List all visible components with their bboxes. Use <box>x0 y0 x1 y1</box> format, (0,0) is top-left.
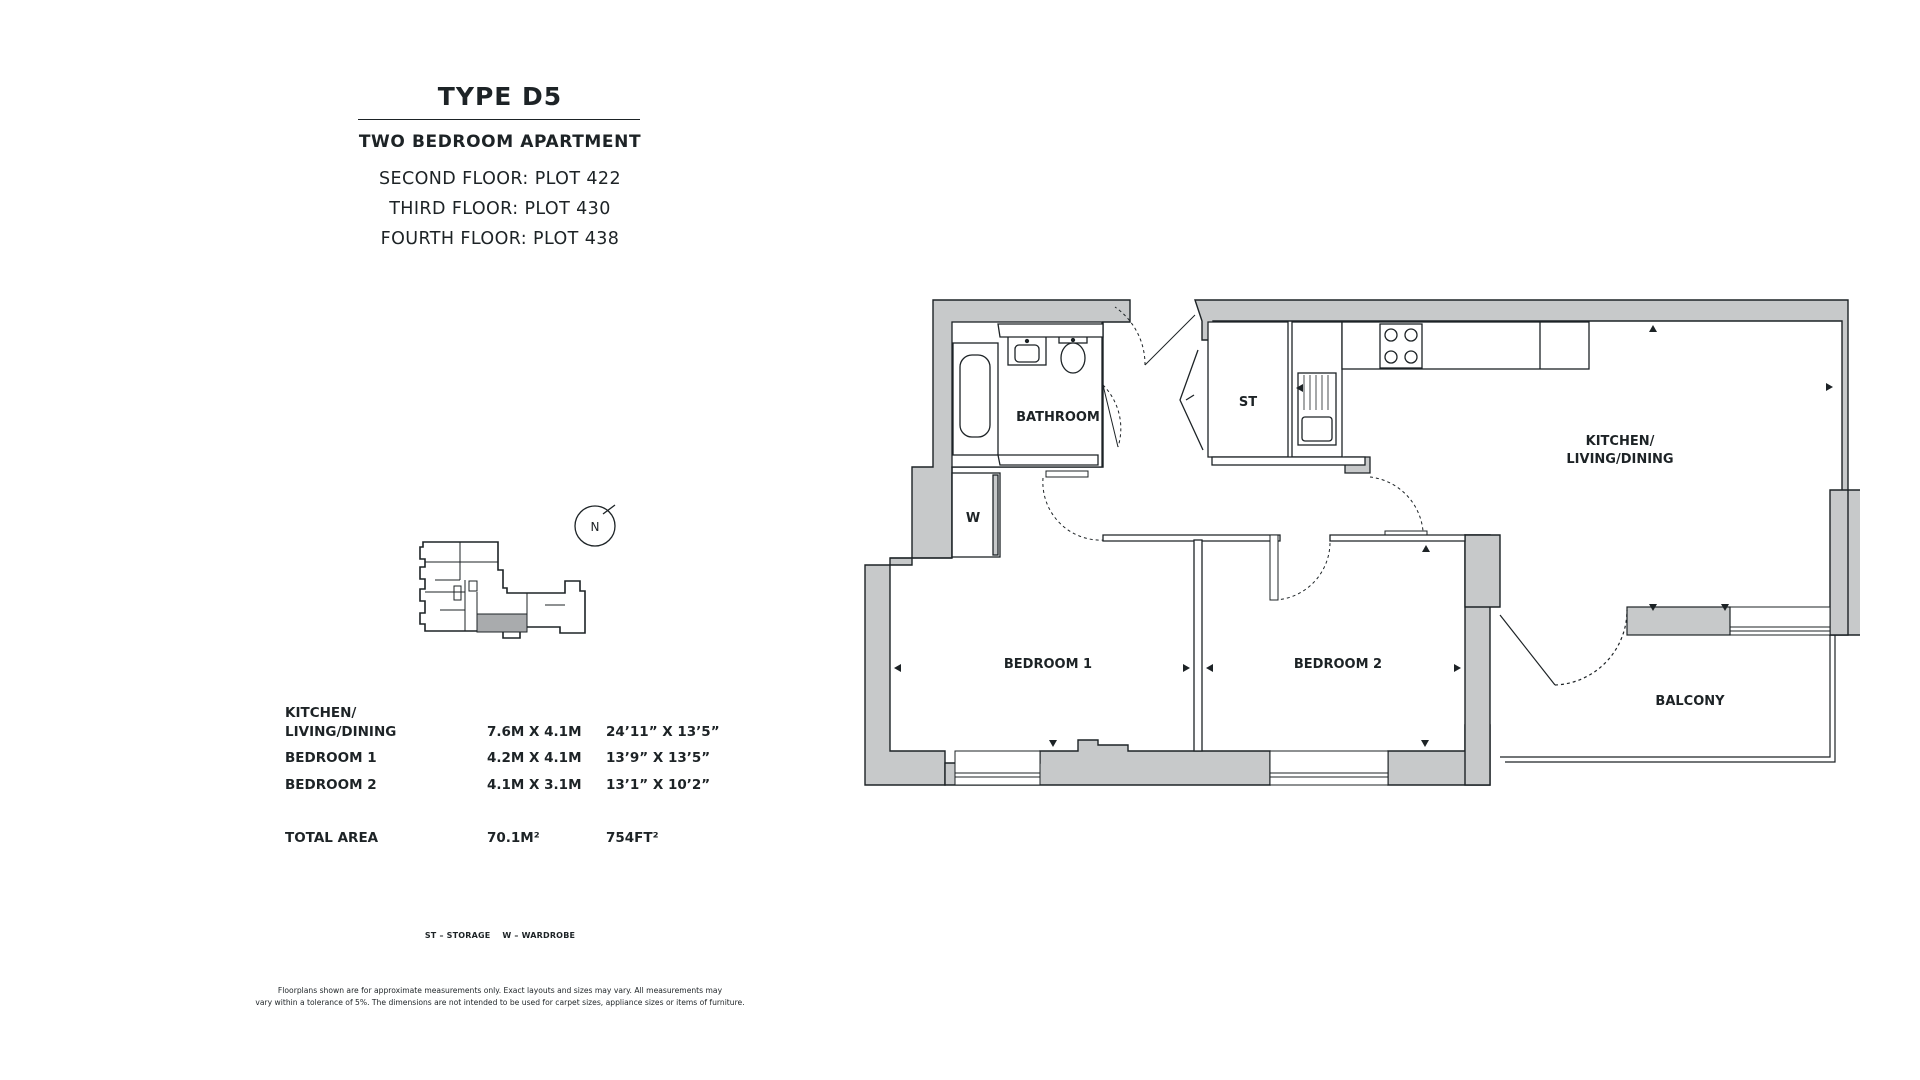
dim-metric-bedroom2: 4.1M X 3.1M <box>487 777 582 793</box>
north-label: N <box>591 520 600 534</box>
bathroom <box>951 321 1104 468</box>
dim-imperial-kitchen: 24’11” X 13’5” <box>606 724 720 740</box>
dim-room-bedroom1: BEDROOM 1 <box>285 750 377 766</box>
plot-line-second-floor: SECOND FLOOR: PLOT 422 <box>378 169 622 189</box>
north-arrow-icon: N <box>574 504 616 547</box>
dim-imperial-bedroom1: 13’9” X 13’5” <box>606 750 711 766</box>
kitchen-units <box>1291 321 1590 474</box>
label-storage: ST <box>1239 395 1257 410</box>
total-area-imperial: 754FT² <box>606 830 659 846</box>
disclaimer: Floorplans shown are for approximate mea… <box>255 986 745 1007</box>
title-divider <box>358 119 640 120</box>
dim-room-kitchen: KITCHEN/ LIVING/DINING <box>285 705 397 740</box>
plot-line-fourth-floor: FOURTH FLOOR: PLOT 438 <box>380 229 620 249</box>
dim-imperial-bedroom2: 13’1” X 10’2” <box>606 777 711 793</box>
total-area-label: TOTAL AREA <box>285 830 379 846</box>
apartment-subtitle: TWO BEDROOM APARTMENT <box>358 132 642 152</box>
label-bedroom-2: BEDROOM 2 <box>1294 657 1382 672</box>
label-bathroom: BATHROOM <box>1016 410 1100 425</box>
dim-room-bedroom2: BEDROOM 2 <box>285 777 377 793</box>
label-kitchen-line1: KITCHEN/ <box>1586 434 1655 449</box>
bedroom-1 <box>890 467 1203 752</box>
total-area-metric: 70.1M² <box>487 830 540 846</box>
dim-metric-kitchen: 7.6M X 4.1M <box>487 724 582 740</box>
label-wardrobe: W <box>966 511 980 526</box>
label-kitchen-line2: LIVING/DINING <box>1566 452 1673 467</box>
key-plan-highlight <box>476 613 528 633</box>
key-plan <box>419 541 586 639</box>
wardrobe <box>951 472 1001 558</box>
abbreviation-legend: ST – STORAGE W – WARDROBE <box>424 931 576 940</box>
floor-plan: BATHROOM W ST KITC <box>864 299 1860 786</box>
storage <box>1179 321 1289 458</box>
label-bedroom-1: BEDROOM 1 <box>1004 657 1092 672</box>
balcony <box>1499 606 1836 763</box>
plot-line-third-floor: THIRD FLOOR: PLOT 430 <box>389 199 611 219</box>
markers <box>894 325 1833 747</box>
windows <box>954 606 1831 786</box>
type-title: TYPE D5 <box>437 82 563 111</box>
dim-metric-bedroom1: 4.2M X 4.1M <box>487 750 582 766</box>
label-balcony: BALCONY <box>1655 694 1725 709</box>
